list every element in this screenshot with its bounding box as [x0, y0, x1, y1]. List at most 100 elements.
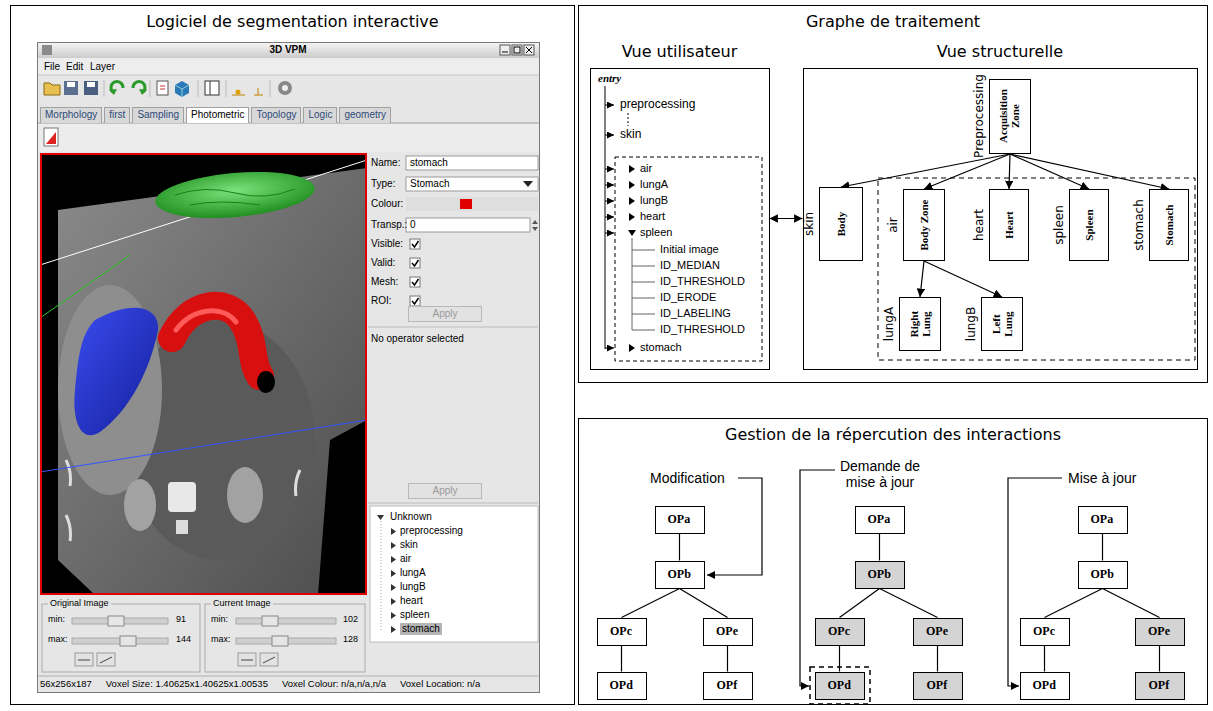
operator-box: OPc: [815, 618, 865, 646]
tree-item: skin: [620, 128, 641, 142]
node-tag: stomach: [1131, 199, 1145, 251]
screen-text: Type:: [371, 178, 395, 190]
screen-text: Unknown: [390, 511, 432, 523]
callout-brackets: [707, 470, 1062, 686]
tree-item: Initial image: [660, 243, 719, 256]
screen-text: Layer: [90, 61, 115, 73]
operator-label: OPa: [668, 512, 691, 527]
tree-link: [880, 589, 938, 618]
tree-link: [727, 646, 728, 672]
panel-title: Logiciel de segmentation interactive: [11, 12, 574, 31]
operator-box: OPb: [855, 561, 905, 589]
operator-box: OPf: [1135, 672, 1185, 700]
operator-label: OPf: [927, 678, 948, 693]
screen-text: Topology: [251, 107, 301, 123]
tree-link: [680, 589, 728, 618]
screen-text: lungB: [400, 581, 426, 593]
structure-box: Heartheart: [989, 189, 1029, 261]
operator-box: OPb: [655, 561, 705, 589]
operator-box: OPe: [703, 618, 753, 646]
screen-text: Mesh:: [371, 276, 398, 288]
annotation: Modification: [650, 470, 725, 486]
screen-text: spleen: [400, 609, 429, 621]
box-label: Stomach: [1162, 193, 1174, 257]
tree-item: heart: [640, 210, 665, 223]
screen-text: geometry: [339, 107, 391, 123]
tree-link: [839, 646, 840, 672]
screen-text: Colour:: [371, 198, 403, 210]
node-tag: heart: [971, 209, 985, 241]
tree-item: ID_THRESHOLD: [660, 323, 745, 336]
structure-box: Bodyskin: [819, 187, 863, 261]
box-label: Left Lung: [989, 301, 1013, 347]
operator-label: OPc: [1033, 624, 1055, 639]
tree-link: [1045, 589, 1103, 618]
screen-text: air: [400, 553, 411, 565]
properties-panel: [368, 156, 538, 642]
node-tag: lungB: [964, 306, 978, 340]
screen-text: 91: [176, 614, 186, 624]
flow-arrow: [1010, 154, 1089, 189]
screen-text: Stomach: [410, 178, 449, 190]
operator-box: OPf: [913, 672, 963, 700]
screen-text: Sampling: [132, 107, 184, 123]
screen-text: Original Image: [48, 598, 111, 608]
screen-text: Apply: [408, 306, 482, 322]
operator-box: OPe: [1135, 618, 1185, 646]
structure-box: Spleenspleen: [1069, 189, 1109, 261]
screen-text: skin: [400, 539, 418, 551]
operator-label: OPa: [868, 512, 891, 527]
operator-label: OPb: [668, 567, 691, 582]
screen-text: lungA: [400, 567, 426, 579]
screen-text: Edit: [66, 61, 83, 73]
box-label: Body Zone: [917, 193, 929, 257]
flow-arrow: [1009, 154, 1010, 189]
screen-text: min:: [211, 614, 228, 624]
operator-box: OPd: [815, 672, 865, 700]
view-title: Vue utilisateur: [591, 42, 769, 61]
panel-title: Gestion de la répercution des interactio…: [579, 425, 1207, 444]
tree-item: stomach: [640, 341, 682, 354]
screen-text: Name:: [371, 157, 400, 169]
operator-box: OPd: [1020, 672, 1070, 700]
operator-box: OPc: [1020, 618, 1070, 646]
screen-text: stomach: [410, 157, 448, 169]
tree-item: air: [640, 162, 652, 175]
box-label: Right Lung: [907, 301, 931, 347]
box-label: Spleen: [1082, 193, 1094, 257]
tree-item: spleen: [640, 226, 672, 239]
screen-text: max:: [48, 634, 68, 644]
screen-text: preprocessing: [400, 525, 463, 537]
annotation: Demande de mise à jour: [833, 458, 928, 490]
structure-box: Right LunglungA: [899, 297, 941, 351]
flow-arrow: [924, 261, 1002, 297]
tree-link: [879, 534, 880, 561]
screen-text: Morphology: [40, 107, 102, 123]
tree-item: preprocessing: [620, 98, 695, 112]
screen-text: 56x256x187: [40, 679, 92, 690]
software-window: 3D VPM: [37, 42, 540, 693]
tree-link: [1159, 646, 1160, 672]
box-label: Body: [834, 191, 846, 257]
screen-text: max:: [211, 634, 231, 644]
screen-text: stomach: [400, 623, 442, 635]
screen-text: ROI:: [371, 295, 392, 307]
node-tag: spleen: [1051, 205, 1065, 245]
operator-box: OPc: [597, 618, 647, 646]
screen-text: No operator selected: [371, 333, 464, 345]
operator-label: OPb: [868, 567, 891, 582]
tree-item: ID_LABELING: [660, 307, 731, 320]
window-title: 3D VPM: [38, 44, 539, 55]
operator-label: OPd: [1033, 678, 1056, 693]
tree-item: ID_MEDIAN: [660, 259, 720, 272]
operator-box: OPe: [913, 618, 963, 646]
tree-item: ID_THRESHOLD: [660, 275, 745, 288]
screen-text: 102: [343, 614, 358, 624]
operator-label: OPd: [610, 678, 633, 693]
tree-link: [679, 534, 680, 561]
flow-arrow: [1010, 154, 1169, 189]
screen-text: Valid:: [371, 257, 395, 269]
annotation: Mise à jour: [1068, 470, 1136, 486]
screen-text: 128: [343, 634, 358, 644]
